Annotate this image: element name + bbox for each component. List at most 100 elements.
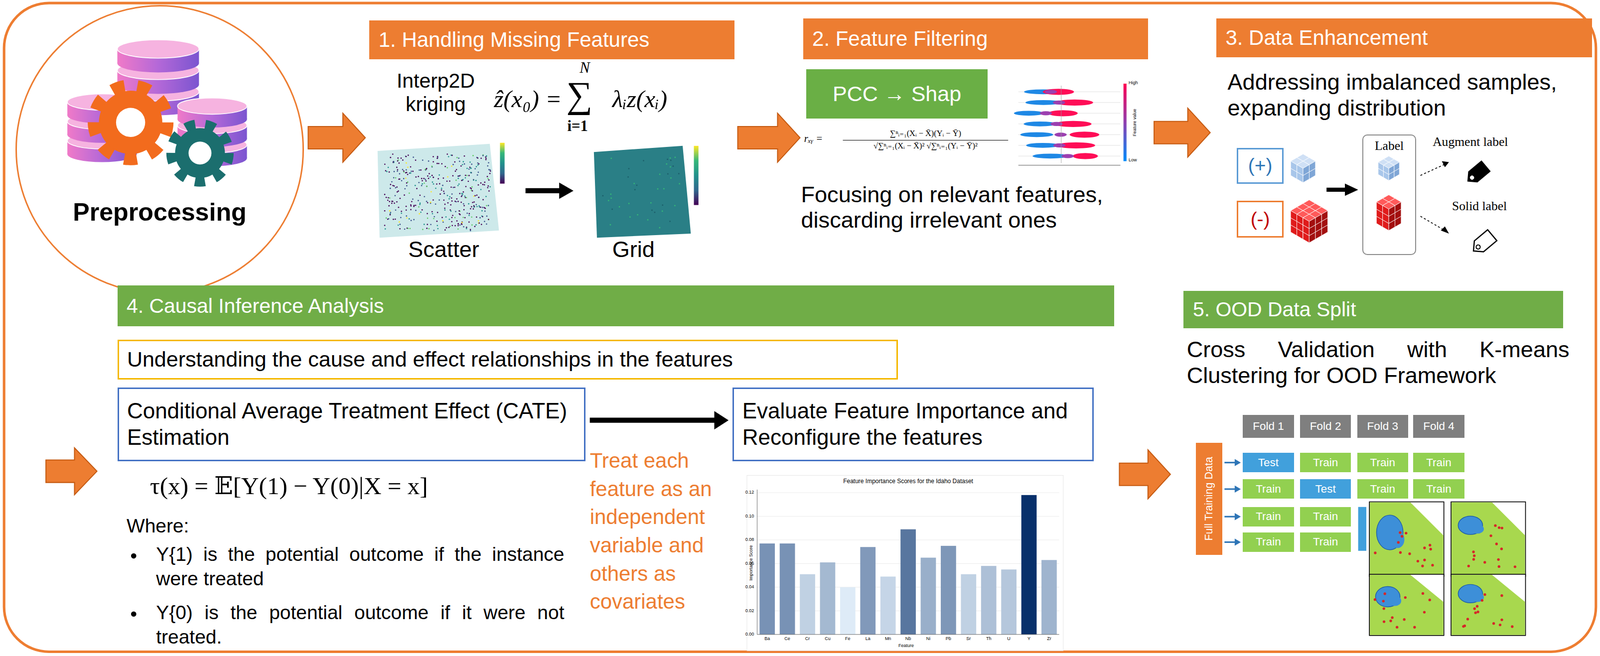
scatter-dot: [484, 181, 486, 184]
scatter-dot: [469, 187, 472, 189]
grid-cell: [667, 173, 669, 175]
scatter-dot: [470, 216, 473, 218]
scatter-dot: [481, 210, 483, 212]
gridline: [756, 516, 1059, 517]
tick-label: 0.12: [733, 490, 754, 495]
scatter-dot: [421, 183, 424, 185]
scatter-dot: [393, 160, 395, 163]
scatter-dot: [433, 229, 436, 232]
cube-icon: [1378, 162, 1384, 172]
cube-icon: [1315, 214, 1322, 226]
tick-label: La: [859, 636, 876, 642]
method-box: PCC → Shap: [806, 69, 989, 119]
scatter-dot: [467, 180, 469, 183]
scatter-dot: [436, 228, 439, 230]
scatter-dot: [397, 168, 399, 171]
scatter-dot: [480, 223, 483, 226]
scatter-dot: [387, 197, 390, 199]
scatter-dot: [433, 183, 435, 185]
sample-dot: [1500, 526, 1504, 530]
sample-dot: [1413, 626, 1416, 629]
scatter-dot: [480, 182, 482, 184]
method-label: Interp2D kriging: [373, 69, 499, 117]
grid-cell: [629, 216, 631, 218]
scatter-dot: [394, 194, 397, 197]
scatter-dot: [482, 154, 484, 157]
scatter-dot: [393, 170, 396, 173]
hidden-cell: [1358, 507, 1367, 552]
grid-map: [593, 145, 692, 238]
scatter-dot: [464, 217, 466, 219]
scatter-dot: [408, 218, 411, 220]
cube-icon: [1297, 214, 1304, 226]
grid-cell: [666, 163, 668, 165]
scatter-dot: [450, 165, 453, 167]
connector-arrow: [1224, 485, 1241, 493]
scatter-dot: [447, 155, 450, 158]
node-text: Train: [1426, 456, 1452, 470]
scatter-dot: [392, 160, 395, 163]
gear-icon: [170, 124, 229, 182]
scatter-dot: [405, 209, 408, 211]
scatter-dot: [473, 201, 475, 203]
scatter-dot: [462, 178, 464, 181]
node-text: Full Training Data: [1202, 456, 1216, 542]
cube-icon: [1383, 165, 1389, 175]
scatter-dot: [418, 206, 420, 208]
shap-violin: [1019, 132, 1053, 138]
sample-dot: [1476, 610, 1479, 614]
connector-line: [1224, 488, 1236, 490]
scatter-dot: [407, 173, 409, 176]
tick-label: Ba: [758, 636, 776, 642]
scatter-dot: [389, 187, 392, 190]
scatter-dot: [389, 156, 392, 159]
scatter-dot: [420, 169, 422, 171]
tick-label: Mn: [879, 636, 897, 642]
tick-label: Zr: [1040, 636, 1058, 642]
cluster-region: [1391, 530, 1405, 549]
scatter-dot: [459, 174, 461, 177]
bar: [1001, 569, 1017, 635]
scatter-dot: [487, 218, 490, 221]
scatter-dot: [436, 211, 439, 214]
gear-icon: [174, 128, 225, 178]
scatter-dot: [431, 174, 434, 177]
scatter-dot: [445, 227, 448, 229]
sample-dot: [1382, 607, 1386, 610]
arrowhead: [1234, 459, 1241, 467]
scatter-dot: [396, 191, 399, 193]
scatter-dot: [485, 205, 488, 207]
cube-icon: [1309, 217, 1315, 229]
scatter-dot: [455, 198, 458, 200]
test-cell: Test: [1242, 452, 1294, 473]
tick-label: Y: [1020, 636, 1038, 642]
shap-violin: [1072, 152, 1098, 159]
section-header: 4. Causal Inference Analysis: [117, 285, 1115, 327]
formula-text: rₓᵧ =: [804, 133, 823, 144]
colorbar-label: Feature value: [1132, 108, 1138, 137]
arrowhead: [714, 411, 729, 430]
scatter-dot: [418, 169, 421, 171]
scatter-dot: [388, 200, 391, 203]
scatter-dot: [408, 192, 411, 195]
scatter-dot: [486, 186, 489, 189]
scatter-dot: [457, 177, 459, 180]
grid-cell: [610, 197, 612, 199]
scatter-dot: [405, 162, 408, 164]
scatter-dot: [475, 224, 477, 226]
scatter-dot: [478, 196, 480, 199]
scatter-dot: [399, 197, 402, 200]
scatter-dot: [468, 213, 470, 215]
scatter-dot: [384, 163, 386, 165]
scatter-dot: [452, 186, 454, 189]
scatter-dot: [462, 160, 464, 163]
scatter-dot: [415, 159, 417, 161]
scatter-dot: [462, 216, 464, 219]
grid-cell: [663, 188, 665, 190]
scatter-dot: [487, 161, 490, 164]
section-header: 5. OOD Data Split: [1183, 290, 1564, 329]
scatter-dot: [448, 218, 450, 221]
scatter-dot: [474, 225, 476, 228]
scatter-dot: [436, 155, 439, 158]
scatter-dot: [424, 168, 427, 171]
